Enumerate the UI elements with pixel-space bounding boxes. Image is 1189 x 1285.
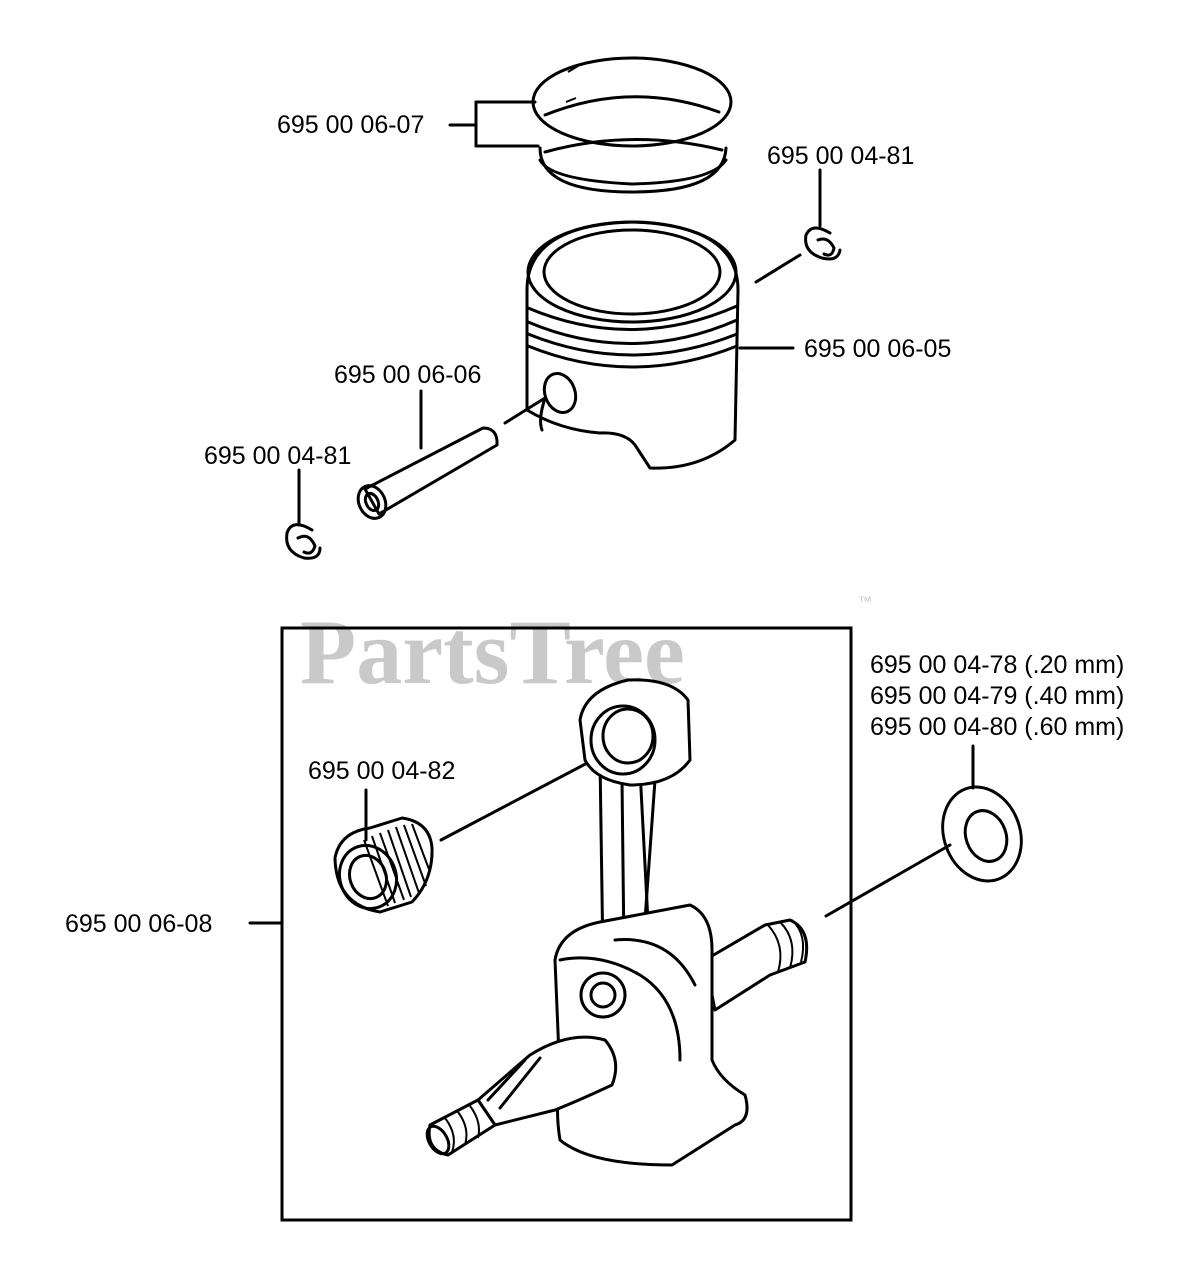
label-washer-060: 695 00 04-80 (.60 mm) [870,713,1124,741]
label-retainer-top: 695 00 04-81 [767,142,914,170]
needle-bearing-guide [439,748,614,842]
piston-rings-illustration [531,56,733,194]
retainer-top-guide [754,253,802,284]
washer-guide [824,843,952,918]
retainer-top-illustration [804,226,842,261]
piston-illustration [525,220,740,470]
washer-illustration [941,785,1023,883]
piston-pin-guide [503,396,547,425]
watermark-trademark: ™ [858,593,872,609]
label-piston-pin: 695 00 06-06 [334,361,481,389]
label-washer-020: 695 00 04-78 (.20 mm) [870,651,1124,679]
label-piston-rings: 695 00 06-07 [277,111,424,139]
label-needle-bearing: 695 00 04-82 [308,757,455,785]
label-washer-040: 695 00 04-79 (.40 mm) [870,682,1124,710]
retainer-left-illustration [285,523,322,560]
piston-rings-leader [448,100,540,148]
label-crankshaft-assembly: 695 00 06-08 [65,910,212,938]
needle-bearing-illustration [333,816,434,914]
piston-pin-illustration [356,426,499,520]
crankshaft-illustration [425,678,809,1167]
label-retainer-left: 695 00 04-81 [204,442,351,470]
label-piston: 695 00 06-05 [804,335,951,363]
